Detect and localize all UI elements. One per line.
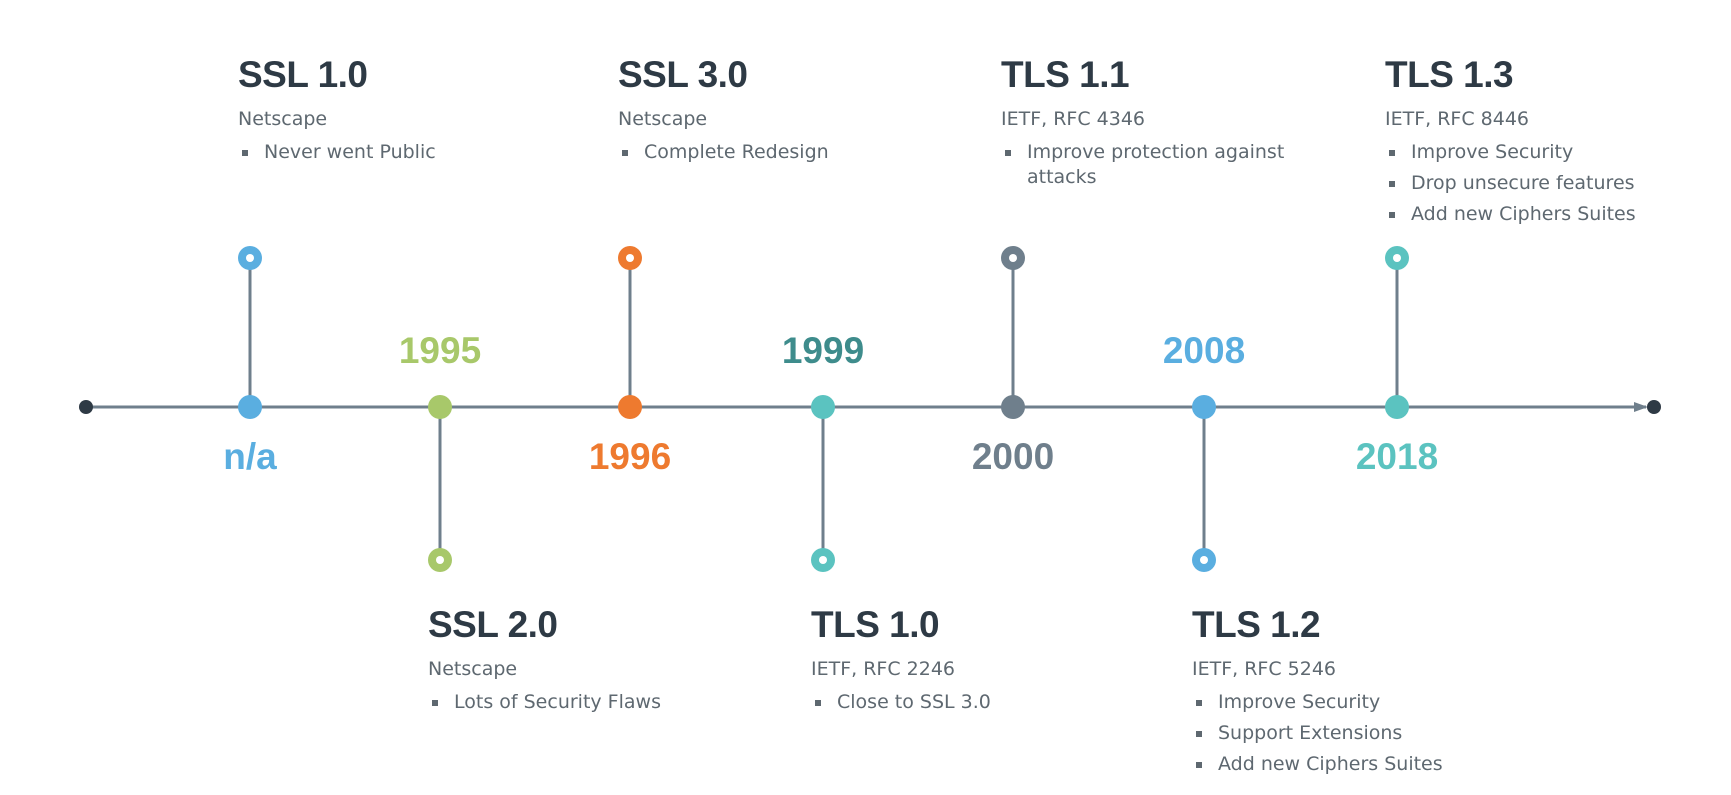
year-label: 1995 <box>398 330 482 371</box>
feature-item: Support Extensions <box>1192 721 1482 746</box>
year-label: 1996 <box>588 436 672 477</box>
axis-arrow-icon <box>1634 402 1648 412</box>
timeline-marker <box>811 395 835 419</box>
feature-item: Drop unsecure features <box>1385 171 1675 196</box>
feature-item: Never went Public <box>238 140 528 165</box>
feature-item: Improve Security <box>1385 140 1675 165</box>
timeline-marker <box>1192 395 1216 419</box>
timeline-marker <box>1385 395 1409 419</box>
feature-item: Add new Ciphers Suites <box>1192 752 1482 777</box>
axis-end-dot <box>1647 400 1661 414</box>
stem-end-ring-center <box>626 254 634 262</box>
year-label: 1999 <box>781 330 865 371</box>
feature-list: Close to SSL 3.0 <box>811 690 1101 715</box>
feature-item: Improve Security <box>1192 690 1482 715</box>
feature-item: Close to SSL 3.0 <box>811 690 1101 715</box>
feature-list: Never went Public <box>238 140 528 165</box>
event-organization: IETF, RFC 5246 <box>1192 658 1337 680</box>
event-organization: Netscape <box>238 108 328 130</box>
event-title: TLS 1.1 <box>1001 54 1130 95</box>
event-title: TLS 1.2 <box>1192 604 1321 645</box>
year-label: 2000 <box>971 436 1055 477</box>
event-title: SSL 2.0 <box>428 604 558 645</box>
axis-start-dot <box>79 400 93 414</box>
stem-end-ring-center <box>246 254 254 262</box>
stem-end-ring-center <box>819 556 827 564</box>
event-title: TLS 1.0 <box>811 604 940 645</box>
event-organization: IETF, RFC 2246 <box>811 658 956 680</box>
stem-end-ring-center <box>1200 556 1208 564</box>
feature-item: Lots of Security Flaws <box>428 690 718 715</box>
stem-end-ring-center <box>1009 254 1017 262</box>
event-organization: IETF, RFC 4346 <box>1001 108 1146 130</box>
event-organization: IETF, RFC 8446 <box>1385 108 1530 130</box>
event-title: TLS 1.3 <box>1385 54 1514 95</box>
feature-list: Complete Redesign <box>618 140 908 165</box>
stem-end-ring-center <box>1393 254 1401 262</box>
timeline-marker <box>1001 395 1025 419</box>
feature-list: Lots of Security Flaws <box>428 690 718 715</box>
year-label: 2018 <box>1355 436 1439 477</box>
event-organization: Netscape <box>618 108 708 130</box>
event-title: SSL 1.0 <box>238 54 368 95</box>
timeline-marker <box>428 395 452 419</box>
timeline-marker <box>618 395 642 419</box>
feature-list: Improve protection against attacks <box>1001 140 1291 190</box>
year-label: 2008 <box>1162 330 1246 371</box>
feature-item: Complete Redesign <box>618 140 908 165</box>
stem-end-ring-center <box>436 556 444 564</box>
year-label: n/a <box>223 436 277 477</box>
event-title: SSL 3.0 <box>618 54 748 95</box>
event-organization: Netscape <box>428 658 518 680</box>
timeline-marker <box>238 395 262 419</box>
feature-item: Improve protection against attacks <box>1001 140 1291 190</box>
feature-item: Add new Ciphers Suites <box>1385 202 1675 227</box>
